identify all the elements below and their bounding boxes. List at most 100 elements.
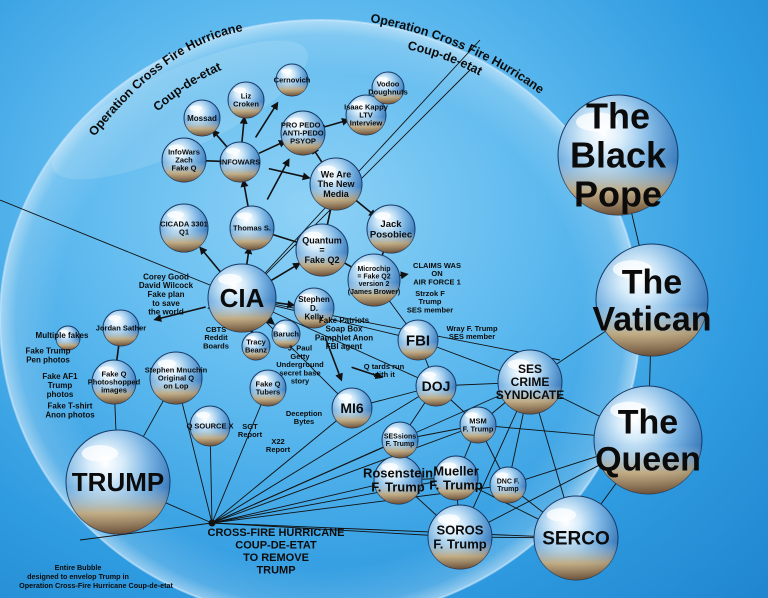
- bubble-qsource[interactable]: Q SOURCE X: [186, 405, 234, 447]
- bubble-thomas[interactable]: Thomas S.: [229, 205, 275, 251]
- arrow-cia-jordan: [153, 306, 206, 322]
- bubble-infowars-shine: [226, 147, 240, 155]
- bubble-doj-label: DOJ: [422, 378, 451, 394]
- bubble-mi6[interactable]: MI6: [331, 387, 373, 429]
- bubble-dnc-shine: [495, 472, 509, 478]
- arrow-thomas-pro-pedo: [266, 158, 290, 200]
- bubble-trump-shine: [81, 445, 119, 462]
- bubble-stephen-kelly-shine: [300, 293, 314, 301]
- bubble-thomas-label: Thomas S.: [233, 224, 271, 233]
- edge-hub-footnote: [79, 522, 213, 541]
- bubble-baruch[interactable]: Baruch: [271, 319, 301, 349]
- bubble-queen-shine: [610, 401, 648, 419]
- arrow-infowars-pro-pedo: [258, 140, 287, 155]
- bubble-sessions-shine: [387, 427, 401, 433]
- bubble-serco[interactable]: SERCO: [533, 495, 619, 581]
- bubble-doj[interactable]: DOJ: [415, 365, 457, 407]
- bubble-microchip-shine: [355, 261, 374, 270]
- bubble-ses-shine: [507, 359, 530, 370]
- bubble-doj-shine: [422, 371, 436, 379]
- bubble-infowars-zach-shine: [168, 144, 184, 152]
- bubble-cernovich-label: Cernovich: [274, 76, 311, 85]
- bubble-jordan[interactable]: Jordan Sather: [96, 309, 147, 347]
- arrow-getty-qtards: [351, 366, 384, 380]
- bubble-fbi[interactable]: FBI: [397, 319, 439, 361]
- bubble-dnc-label: DNC F.Trump: [497, 479, 520, 494]
- bubble-fake-q-photo-shine: [98, 366, 115, 374]
- bubble-qsource-label: Q SOURCE X: [186, 422, 233, 431]
- bubble-liz-shine: [233, 87, 246, 93]
- arrow-infowars-liz: [239, 115, 248, 144]
- bubble-cia[interactable]: CIA: [207, 263, 277, 333]
- bubble-cernovich-shine: [280, 68, 292, 74]
- bubble-thomas-shine: [236, 212, 252, 220]
- bubble-dnc[interactable]: DNC F.Trump: [489, 466, 527, 504]
- bubble-msm-shine: [465, 412, 479, 418]
- edge-hub-soros: [211, 522, 461, 538]
- bubble-mossad[interactable]: Mossad: [183, 99, 221, 137]
- bubble-pro-pedo-shine: [287, 117, 303, 125]
- bubble-trump[interactable]: TRUMP: [65, 429, 171, 535]
- edge-hub-sessions: [211, 439, 401, 524]
- bubble-infowars-label: INFOWARS: [220, 158, 260, 167]
- bubble-fbi-label: FBI: [406, 332, 430, 349]
- bubble-small-left[interactable]: [0, 0, 81, 351]
- bubble-cernovich[interactable]: Cernovich: [274, 63, 311, 97]
- bubble-trump-label: TRUMP: [72, 467, 164, 497]
- bubble-cia-label: CIA: [220, 283, 265, 313]
- bubble-mueller-shine: [440, 462, 456, 470]
- hub-dot: [208, 519, 216, 527]
- bubble-quantum[interactable]: Quantum=Fake Q2: [295, 223, 349, 277]
- bubble-mi6-shine: [338, 393, 352, 401]
- bubble-fbi-shine: [404, 325, 418, 333]
- edge-hub-mi6: [211, 407, 353, 524]
- edge-hub-fake-q-tubers: [211, 387, 269, 524]
- bubble-infowars[interactable]: INFOWARS: [219, 141, 261, 183]
- edge-left-cia: [0, 199, 243, 299]
- bubble-quantum-label: Quantum=Fake Q2: [302, 235, 342, 264]
- edge-hub-msm: [211, 424, 479, 524]
